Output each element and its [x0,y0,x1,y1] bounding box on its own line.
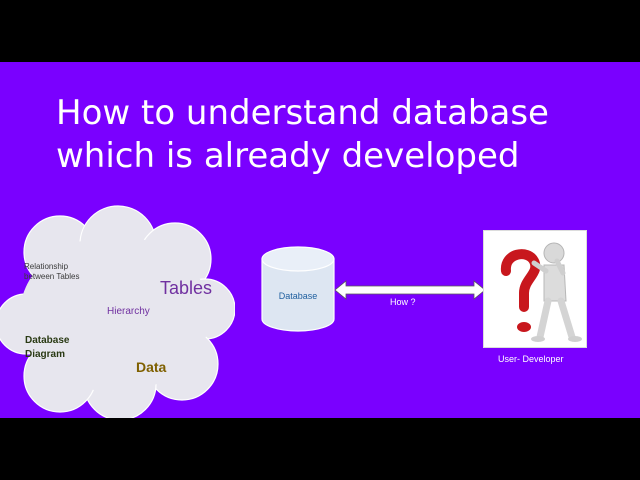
slide-title-line-2: which is already developed [56,136,520,176]
relationship-line-1: Relationship [24,262,69,271]
slide-title-line-1: How to understand database [56,93,549,133]
hierarchy-label: Hierarchy [107,306,150,317]
user-developer-label: User- Developer [498,354,564,364]
database-diagram-line-1: Database [25,335,70,346]
tables-label: Tables [160,278,213,298]
relationship-line-2: between Tables [24,272,80,281]
database-diagram-label: Database Diagram [25,334,69,362]
data-label: Data [136,359,167,375]
database-cylinder-icon [261,246,335,332]
relationship-label: Relationship between Tables [24,262,79,282]
cloud-shape [0,205,235,421]
letterbox-top [0,0,640,62]
user-developer-image [483,230,587,348]
slide-title: How to understand database which is alre… [56,92,616,178]
slide: How to understand database which is alre… [0,62,640,421]
letterbox-bottom [0,418,640,480]
how-label: How ? [390,297,416,307]
thinking-person-question-mark-icon [501,242,582,342]
database-diagram-line-2: Diagram [25,349,66,360]
database-label: Database [278,291,318,301]
